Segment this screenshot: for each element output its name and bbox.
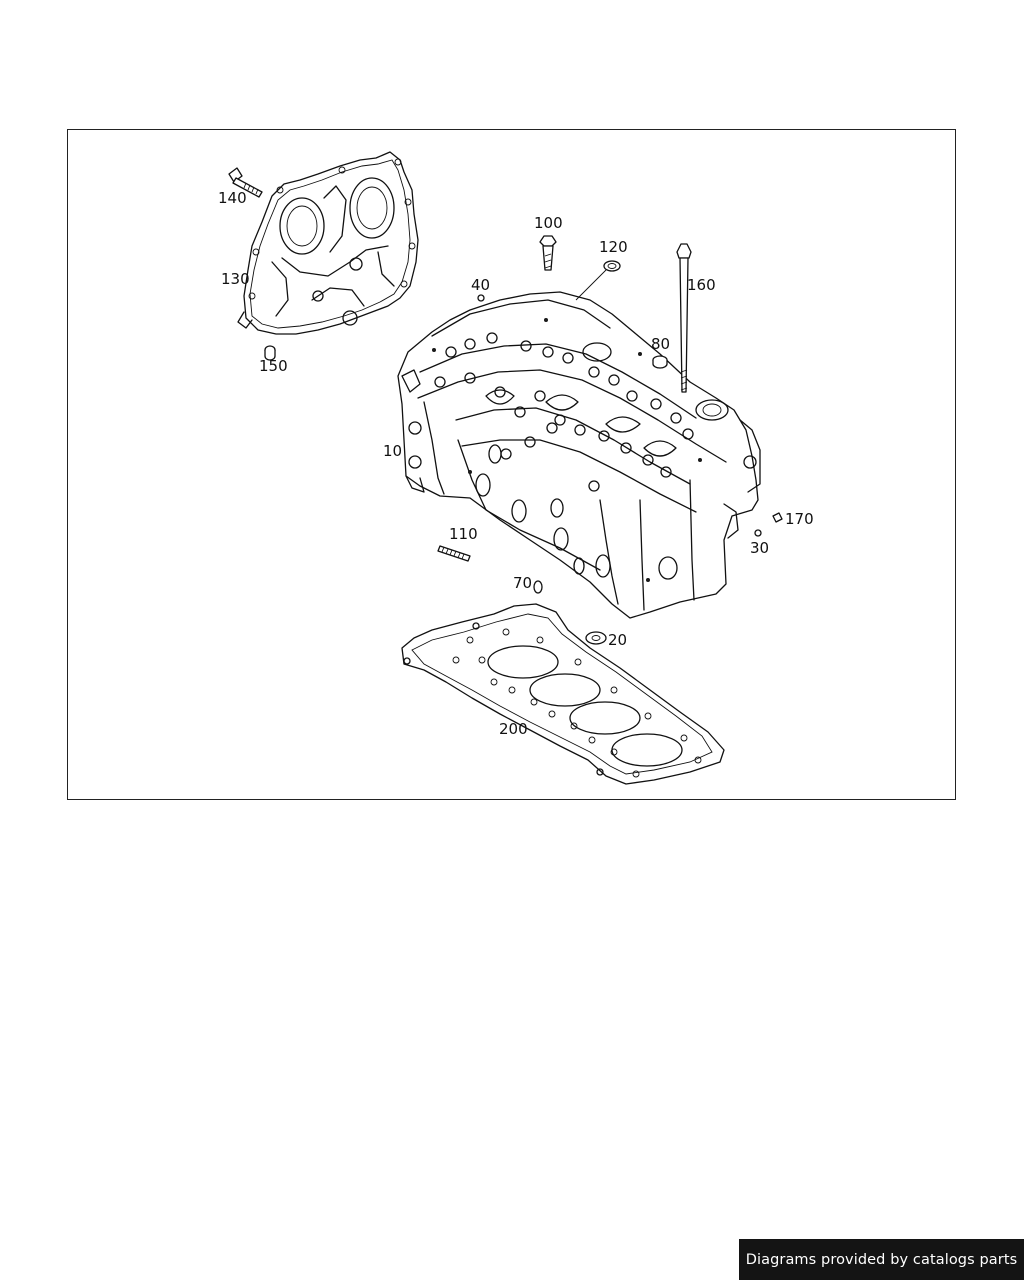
cylinder-head-part-10[interactable] <box>397 291 761 619</box>
callout-200: 200 <box>499 720 528 738</box>
head-gasket-part-200[interactable] <box>401 603 725 785</box>
plug-part-40[interactable] <box>477 294 485 302</box>
callout-130: 130 <box>221 270 250 288</box>
callout-150: 150 <box>259 357 288 375</box>
diagram-credit-badge: Diagrams provided by catalogs parts <box>739 1239 1024 1280</box>
callout-110: 110 <box>449 525 478 543</box>
callout-80: 80 <box>651 335 670 353</box>
bolt-part-100[interactable] <box>539 235 557 271</box>
washer-part-20[interactable] <box>585 631 607 645</box>
callout-160: 160 <box>687 276 716 294</box>
bolt-part-140[interactable] <box>228 167 263 198</box>
callout-100: 100 <box>534 214 563 232</box>
callout-70: 70 <box>513 574 532 592</box>
plug-part-30[interactable] <box>754 529 762 537</box>
callout-140: 140 <box>218 189 247 207</box>
callout-20: 20 <box>608 631 627 649</box>
callout-120: 120 <box>599 238 628 256</box>
callout-40: 40 <box>471 276 490 294</box>
callout-10: 10 <box>383 442 402 460</box>
stud-part-110[interactable] <box>437 545 471 562</box>
ring-part-70[interactable] <box>533 580 543 594</box>
callout-170: 170 <box>785 510 814 528</box>
callout-30: 30 <box>750 539 769 557</box>
seal-part-80[interactable] <box>652 355 668 369</box>
timing-cover-part-130[interactable] <box>237 151 419 335</box>
plug-part-170[interactable] <box>772 512 783 523</box>
head-bolt-part-160[interactable] <box>676 243 692 393</box>
seal-ring-part-120[interactable] <box>575 260 621 301</box>
sleeve-part-150[interactable] <box>264 345 276 361</box>
